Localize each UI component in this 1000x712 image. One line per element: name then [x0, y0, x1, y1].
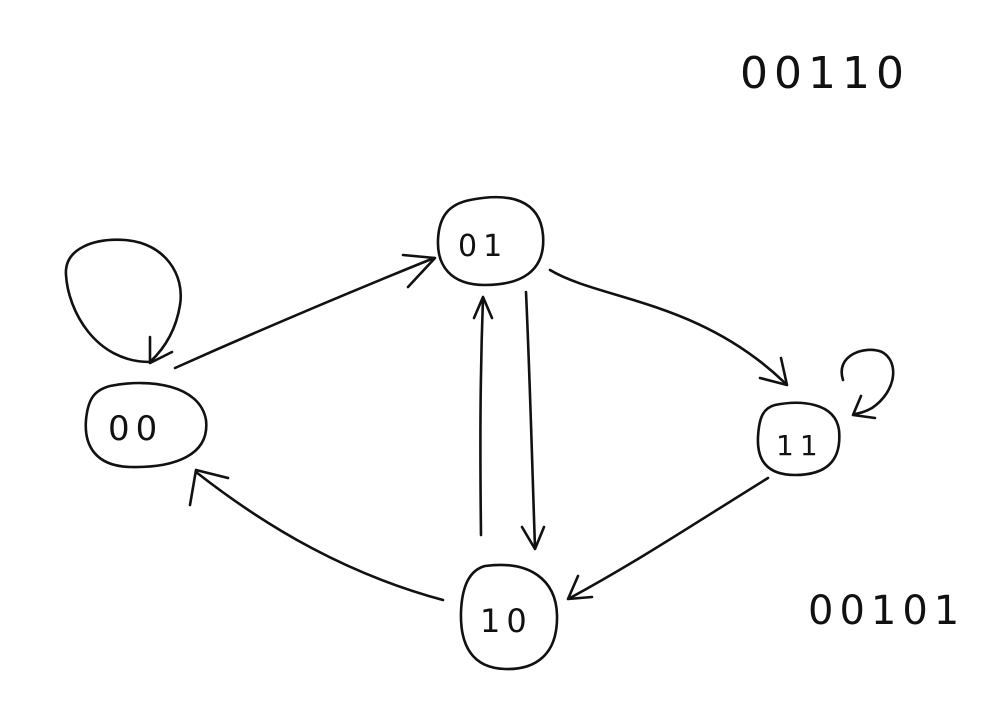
node-10: 10 — [459, 563, 559, 671]
edge-11-self-loop — [840, 348, 895, 420]
node-00-label: 00 — [108, 409, 163, 449]
edge-00-self-loop — [64, 238, 183, 365]
node-10-label: 10 — [480, 602, 533, 640]
edge-10-to-00 — [188, 468, 445, 602]
edge-10-to-01 — [472, 295, 494, 537]
node-01: 01 — [436, 195, 545, 287]
node-11-label: 11 — [776, 429, 824, 462]
edge-01-to-10 — [520, 290, 546, 551]
edge-11-to-10 — [566, 476, 770, 601]
annotation-top-right: 00110 — [740, 48, 910, 99]
node-00: 00 — [84, 381, 208, 469]
node-11: 11 — [756, 401, 841, 477]
annotation-bottom-right: 00101 — [808, 588, 965, 634]
edge-01-to-11 — [548, 268, 789, 387]
edge-00-to-01 — [173, 253, 437, 370]
node-01-label: 01 — [458, 229, 508, 264]
